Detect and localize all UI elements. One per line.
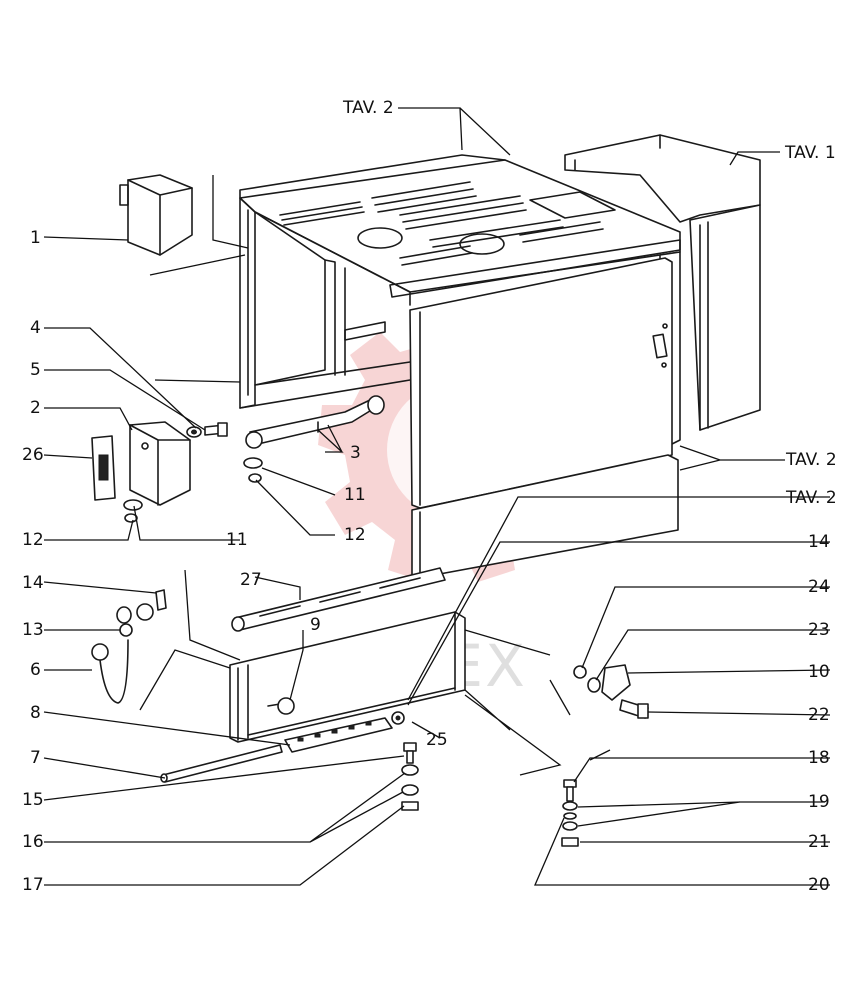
label-tav2-top: TAV. 2 (342, 98, 394, 118)
callout-19: 19 (808, 792, 830, 812)
callout-11-center: 11 (344, 485, 366, 505)
part-7-rod (160, 744, 283, 783)
callout-16: 16 (22, 832, 44, 852)
part-19-washer (562, 801, 578, 831)
callout-10: 10 (808, 662, 830, 682)
part-2-latch-block (129, 421, 191, 506)
callout-9: 9 (310, 615, 321, 635)
callout-25: 25 (426, 730, 448, 750)
part-12-clip (124, 473, 262, 523)
callout-11-left: 11 (226, 530, 248, 550)
callout-8: 8 (30, 703, 41, 723)
part-13-washer (116, 603, 154, 624)
part-18-bolt (563, 779, 577, 802)
part-3-hinge-rod (245, 395, 385, 449)
label-tav2-right-upper: TAV. 2 (785, 450, 837, 470)
part-26-latch-plate (91, 435, 116, 501)
callout-12-center: 12 (344, 525, 366, 545)
callout-12-left: 12 (22, 530, 44, 550)
callout-17: 17 (22, 875, 44, 895)
callout-18: 18 (808, 748, 830, 768)
part-22-screw (619, 699, 649, 719)
callout-14-right: 14 (808, 532, 830, 552)
callout-15: 15 (22, 790, 44, 810)
part-4-screw (204, 422, 228, 437)
callout-22: 22 (808, 705, 830, 725)
callout-7: 7 (30, 748, 41, 768)
callout-1: 1 (30, 228, 41, 248)
part-23-washer (587, 677, 601, 693)
callout-27: 27 (240, 570, 262, 590)
callout-4: 4 (30, 318, 41, 338)
callout-23: 23 (808, 620, 830, 640)
part-6-ground-cable (91, 623, 133, 704)
callout-24: 24 (808, 577, 830, 597)
callout-14-left: 14 (22, 573, 44, 593)
part-5-washer (186, 426, 202, 438)
callout-21: 21 (808, 832, 830, 852)
part-25-nut (391, 711, 405, 725)
part-16-washer (401, 764, 419, 796)
part-1-bracket (119, 174, 193, 256)
part-8-slotted-bar (284, 717, 393, 753)
part-21-nut (561, 837, 579, 847)
part-20-washer (563, 812, 577, 820)
part-15-bolt (403, 742, 417, 764)
callout-labels: 1 4 5 2 26 12 11 3 11 12 14 13 6 8 7 15 … (22, 98, 837, 895)
adjacent-cabinet (564, 134, 761, 431)
part-9-knob (267, 697, 295, 715)
callout-26: 26 (22, 445, 44, 465)
part-24-nut (573, 665, 587, 679)
label-tav2-right-lower: TAV. 2 (785, 488, 837, 508)
part-14-screw (155, 589, 167, 611)
label-tav1: TAV. 1 (784, 143, 836, 163)
callout-3: 3 (350, 443, 361, 463)
part-10-bracket (601, 664, 631, 701)
part-17-nut (401, 801, 419, 811)
part-11-washer (123, 457, 263, 511)
callout-2: 2 (30, 398, 41, 418)
part-27-rod (231, 567, 446, 632)
cabinet-body (239, 154, 681, 579)
callout-20: 20 (808, 875, 830, 895)
leader-lines (43, 107, 831, 886)
callout-13: 13 (22, 620, 44, 640)
callout-6: 6 (30, 660, 41, 680)
callout-5: 5 (30, 360, 41, 380)
